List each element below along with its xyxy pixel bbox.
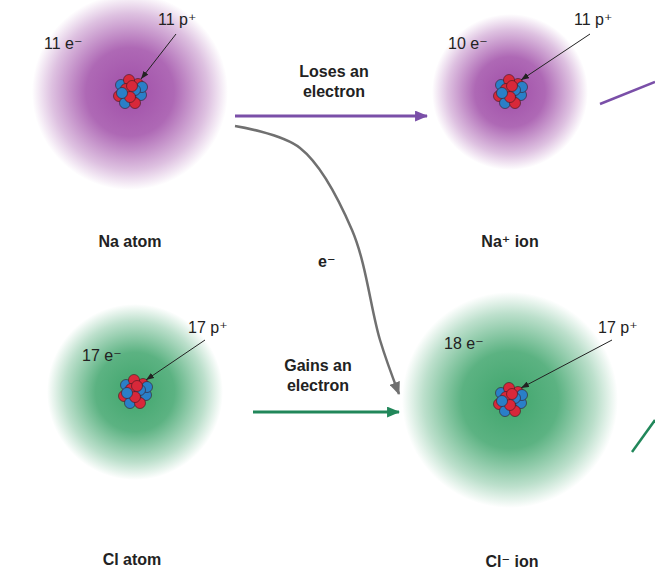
particle-count: 17 p⁺ — [598, 318, 638, 337]
atom-caption: Na⁺ ion — [481, 232, 538, 251]
particle-count: 11 p⁺ — [158, 10, 196, 29]
arrow-label: Gains an electron — [270, 356, 366, 396]
atom-caption: Cl⁻ ion — [486, 552, 539, 571]
reaction-arrow — [235, 126, 399, 394]
nucleon — [507, 81, 518, 92]
nucleon — [507, 389, 518, 400]
nucleon — [497, 396, 508, 407]
particle-count: 10 e⁻ — [448, 34, 488, 53]
electron-cloud — [402, 292, 618, 508]
particle-count: 11 e⁻ — [44, 34, 82, 53]
reaction-arrow-path — [235, 126, 399, 394]
nucleon — [132, 381, 143, 392]
cutoff-line — [600, 82, 655, 104]
particle-count: 17 p⁺ — [188, 318, 228, 337]
nucleon — [497, 88, 508, 99]
electron-cloud — [432, 14, 588, 170]
cutoff-line — [632, 420, 655, 452]
electron-cloud — [32, 0, 228, 190]
reaction-arrow — [253, 412, 399, 413]
nucleus — [114, 75, 148, 109]
atom-node: 17 e⁻ 17 p⁺ Cl atom — [42, 290, 248, 580]
leader-line — [521, 340, 612, 388]
particle-count: 11 p⁺ — [574, 10, 612, 29]
leader-line — [146, 340, 205, 380]
particle-count: 18 e⁻ — [444, 334, 484, 353]
nucleon — [117, 88, 128, 99]
arrow-label: e⁻ — [318, 252, 335, 272]
reaction-arrow — [235, 116, 427, 117]
atom-node: 11 e⁻ 11 p⁺ Na atom — [30, 0, 230, 262]
atom-node: 10 e⁻ 11 p⁺ Na⁺ ion — [432, 0, 644, 262]
leader-line — [521, 34, 590, 80]
reaction-arrow-path — [235, 115, 427, 118]
nucleon — [127, 81, 138, 92]
atom-caption: Na atom — [98, 232, 161, 251]
particle-count: 17 e⁻ — [82, 346, 122, 365]
atom-caption: Cl atom — [103, 550, 162, 569]
nucleon — [122, 388, 133, 399]
arrow-label: Loses an electron — [286, 62, 382, 102]
leader-line — [141, 34, 176, 79]
atom-node: 18 e⁻ 17 p⁺ Cl⁻ ion — [404, 282, 650, 578]
reaction-arrow-path — [253, 411, 399, 414]
